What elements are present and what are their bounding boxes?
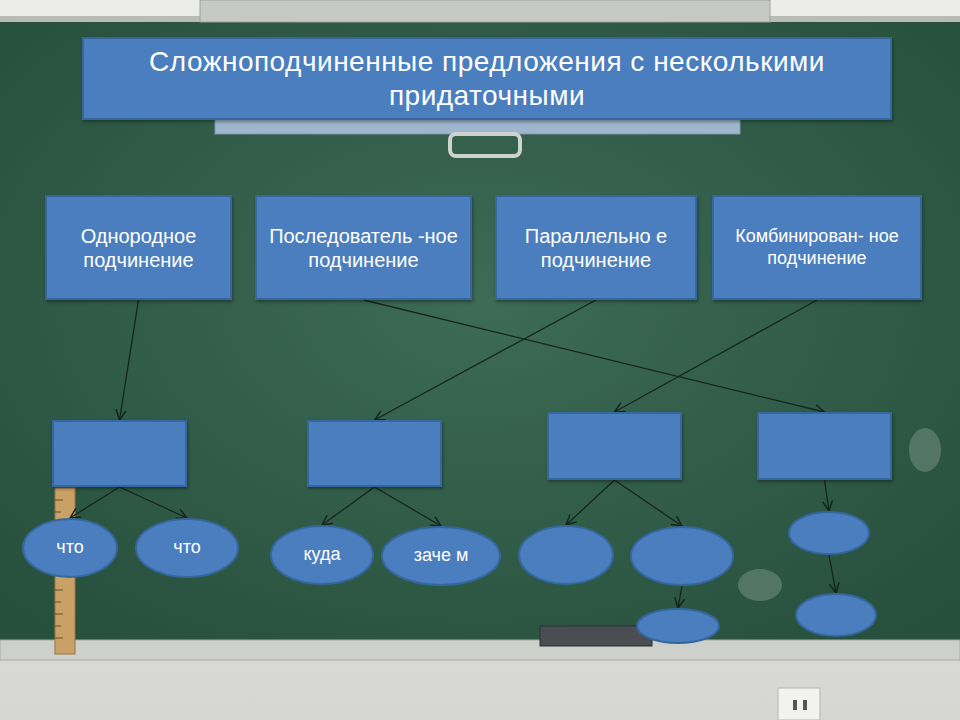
board xyxy=(0,20,960,642)
screen-sheet xyxy=(215,118,740,134)
connector-arrow xyxy=(375,300,597,420)
node-text: Параллельно е подчинение xyxy=(505,224,687,272)
clause-oval xyxy=(795,593,877,637)
node-text: Комбинирован- ное подчинение xyxy=(722,226,912,269)
connector-arrow xyxy=(566,480,615,525)
main-clause-box xyxy=(52,420,187,487)
connector-arrow xyxy=(615,480,683,526)
chalk-tray xyxy=(0,640,960,660)
type-box: Комбинирован- ное подчинение xyxy=(712,195,922,300)
node-text: что xyxy=(56,537,83,559)
clause-oval: заче м xyxy=(381,526,501,586)
clause-oval: что xyxy=(135,518,239,578)
clause-oval: что xyxy=(22,518,118,578)
power-outlet xyxy=(778,688,820,720)
screen-handle xyxy=(450,134,520,156)
main-clause-box xyxy=(547,412,682,480)
node-text: заче м xyxy=(414,545,469,567)
clause-oval xyxy=(636,608,720,644)
title-text: Сложноподчиненные предложения с нескольк… xyxy=(104,45,870,112)
clause-oval xyxy=(630,526,734,586)
clause-oval xyxy=(788,511,870,555)
oval-outline xyxy=(795,593,877,637)
node-text: что xyxy=(173,537,200,559)
oval-outline xyxy=(636,608,720,644)
outlet-slot xyxy=(803,700,807,710)
oval-outline xyxy=(788,511,870,555)
screen-case xyxy=(200,0,770,22)
outlet-slot xyxy=(793,700,797,710)
connector-arrow xyxy=(364,300,825,412)
connector-arrow xyxy=(825,480,830,511)
title-box: Сложноподчиненные предложения с нескольк… xyxy=(82,37,892,120)
node-text: Последователь -ное подчинение xyxy=(265,224,462,272)
clause-oval xyxy=(518,525,614,585)
connector-arrow xyxy=(615,300,818,412)
oval-outline xyxy=(630,526,734,586)
oval-outline xyxy=(518,525,614,585)
type-box: Последователь -ное подчинение xyxy=(255,195,472,300)
connector-arrow xyxy=(120,300,139,420)
type-box: Параллельно е подчинение xyxy=(495,195,697,300)
connector-arrow xyxy=(829,555,836,593)
connector-arrow xyxy=(375,487,442,526)
connector-arrow xyxy=(678,586,682,608)
connector-arrow xyxy=(120,487,188,518)
connector-arrow xyxy=(70,487,120,518)
clause-oval: куда xyxy=(270,525,374,585)
node-text: куда xyxy=(304,544,341,566)
node-text: Однородное подчинение xyxy=(55,224,222,272)
book xyxy=(540,626,652,646)
type-box: Однородное подчинение xyxy=(45,195,232,300)
main-clause-box xyxy=(757,412,892,480)
main-clause-box xyxy=(307,420,442,487)
connector-arrow xyxy=(322,487,375,525)
